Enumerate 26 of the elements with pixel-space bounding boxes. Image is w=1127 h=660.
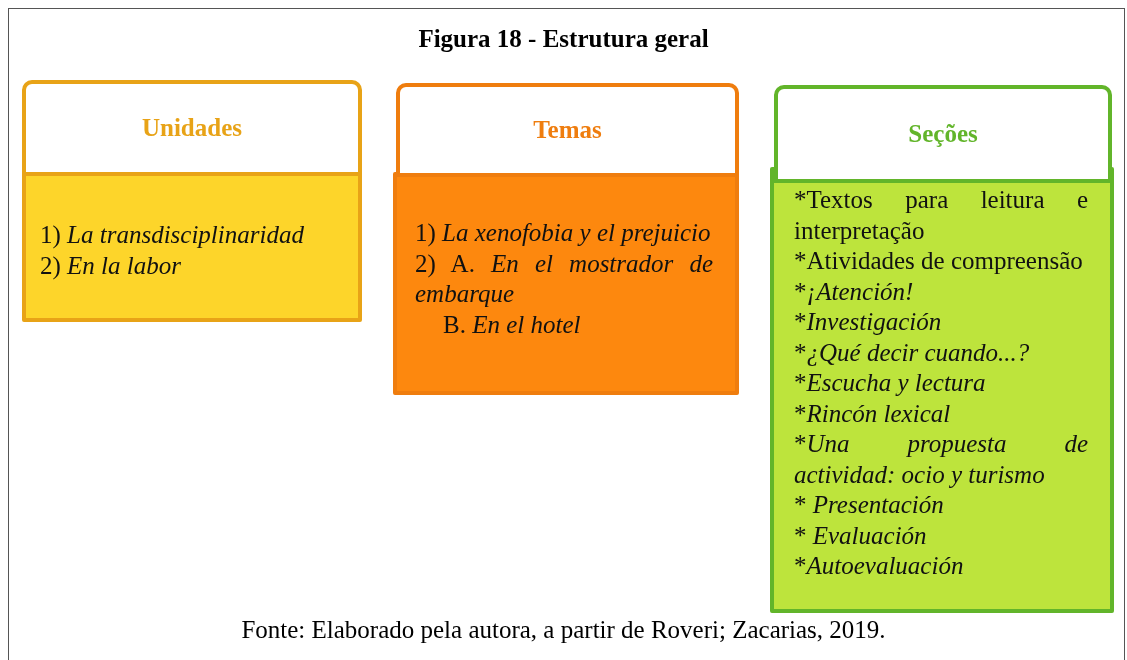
list-item: B. En el hotel (442, 309, 582, 340)
content-panel (393, 172, 739, 395)
list-item: *Textos para leitura e interpretação (794, 185, 1088, 246)
list-item: *Autoevaluación (794, 551, 965, 581)
list-item: *¿Qué decir cuando...? (794, 337, 1031, 368)
list-item: *Atividades de compreensão (794, 246, 1084, 276)
list-item: *Rincón lexical (794, 398, 952, 429)
list-item: 1) La transdisciplinaridad (40, 220, 305, 251)
column-heading: Unidades (141, 114, 242, 142)
column-header-box (774, 85, 1112, 183)
column-header-box (396, 83, 739, 177)
content-panel (770, 167, 1114, 613)
column-heading: Seções (908, 120, 978, 148)
list-item: 2) En la labor (40, 250, 182, 281)
column-header-box (22, 80, 362, 176)
list-item: *Una propuesta de actividad: ocio y turismo (794, 429, 1088, 490)
figure-caption: Fonte: Elaborado pela autora, a partir de Roveri; Zacarias, 2019. (240, 616, 887, 644)
list-item: * Evaluación (794, 520, 928, 551)
list-item: *¡Atención! (794, 276, 915, 307)
column-heading: Temas (533, 116, 602, 144)
list-item: 1) La xenofobia y el prejuicio (415, 218, 712, 249)
list-item: *Investigación (794, 307, 943, 337)
list-item: * Presentación (794, 490, 945, 520)
list-item: *Escucha y lectura (794, 368, 987, 398)
figure-title: Figura 18 - Estrutura geral (417, 25, 710, 53)
list-item: 2) A. En el mostrador de embarque (415, 248, 713, 309)
